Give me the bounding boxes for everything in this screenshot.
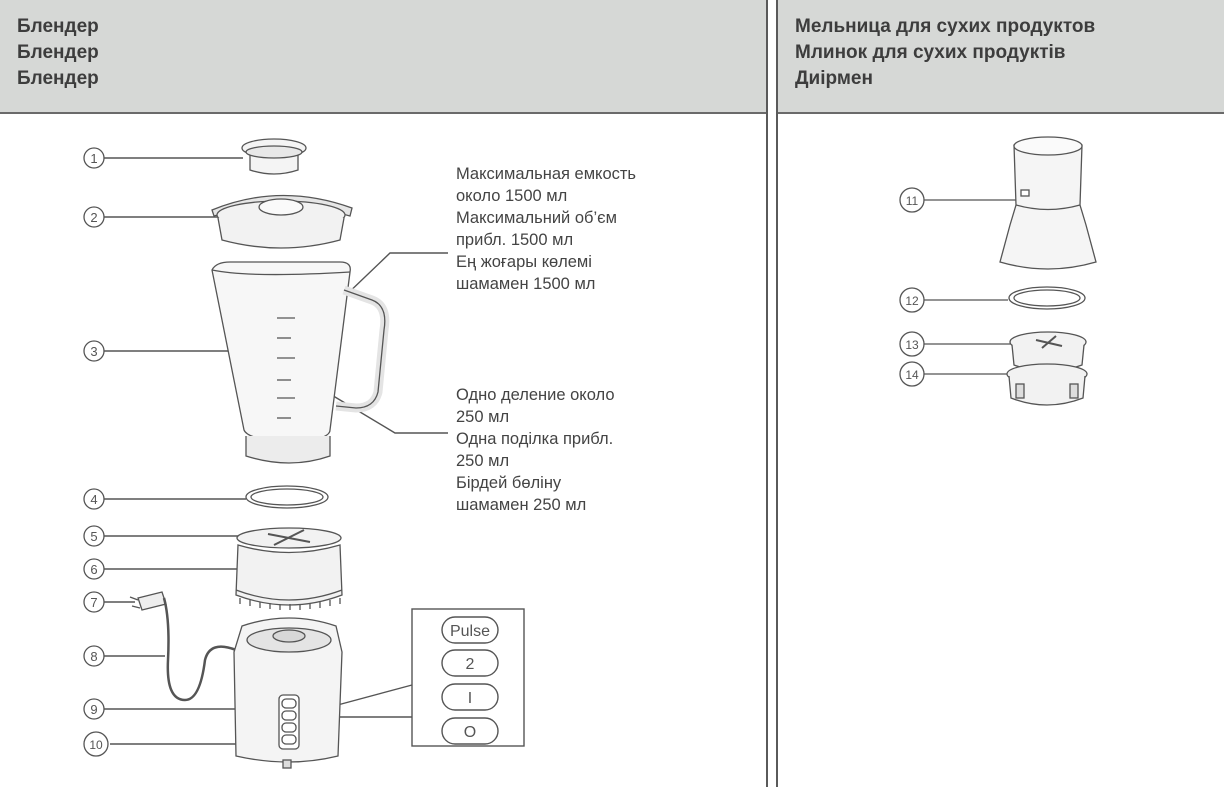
blender-diagram: Pulse 2 I O 1 2 3 4 5 6 7 8 9 xyxy=(83,138,525,769)
blade-assembly xyxy=(235,527,343,610)
grinder-header: Мельница для сухих продуктов Млинок для … xyxy=(778,0,1224,114)
part-number: 9 xyxy=(90,702,97,717)
annotation-line: Одна поділка прибл. xyxy=(456,430,614,448)
motor-base xyxy=(233,617,343,769)
blender-panel: Блендер Блендер Блендер xyxy=(0,0,768,787)
blender-header: Блендер Блендер Блендер xyxy=(0,0,766,114)
header-line: Блендер xyxy=(17,16,99,37)
grinder-blade-unit xyxy=(1006,331,1088,406)
speed-1-button xyxy=(441,683,499,711)
annotation-line: Одно деление около xyxy=(456,386,615,404)
pulse-label: Pulse xyxy=(450,623,490,640)
part-number: 4 xyxy=(90,492,97,507)
pulse-button xyxy=(441,616,499,644)
header-line: Диірмен xyxy=(795,68,873,89)
part-number: 3 xyxy=(90,344,97,359)
grinder-seal-ring xyxy=(1008,286,1086,310)
control-panel xyxy=(441,616,499,745)
grinder-diagram: 11 12 13 14 xyxy=(899,136,1097,406)
grinder-panel: Мельница для сухих продуктов Млинок для … xyxy=(776,0,1224,787)
seal-ring xyxy=(245,485,329,509)
jug-lid xyxy=(211,194,353,249)
annotation-line: шамамен 1500 мл xyxy=(456,275,596,293)
part-number: 7 xyxy=(90,595,97,610)
header-line: Блендер xyxy=(17,42,99,63)
part-number: 5 xyxy=(90,529,97,544)
annotation-line: прибл. 1500 мл xyxy=(456,231,574,249)
header-line: Млинок для сухих продуктів xyxy=(795,42,1066,63)
part-number: 11 xyxy=(906,194,919,208)
header-line: Мельница для сухих продуктов xyxy=(795,16,1096,37)
part-number: 12 xyxy=(905,294,919,308)
off-button xyxy=(441,717,499,745)
annotation-line: Максимальная емкость xyxy=(456,165,637,183)
part-number: 1 xyxy=(90,151,97,166)
off-label: O xyxy=(464,724,476,741)
annotation-line: шамамен 250 мл xyxy=(456,496,587,514)
grinder-cup xyxy=(999,136,1097,270)
blender-jug xyxy=(211,261,390,464)
annotation-line: 250 мл xyxy=(456,452,510,470)
speed-1-label: I xyxy=(468,690,472,707)
part-number: 13 xyxy=(905,338,919,352)
annotation-line: 250 мл xyxy=(456,408,510,426)
part-number: 14 xyxy=(905,368,919,382)
part-number: 10 xyxy=(89,738,103,752)
power-plug xyxy=(129,591,237,702)
annotation-line: Максимальний об’єм xyxy=(456,209,617,227)
division-annotation: Одно деление около 250 мл Одна поділка п… xyxy=(456,384,615,516)
part-number: 8 xyxy=(90,649,97,664)
lid-cap xyxy=(241,138,307,175)
annotation-line: около 1500 мл xyxy=(456,187,568,205)
part-number: 6 xyxy=(90,562,97,577)
speed-2-button xyxy=(441,649,499,677)
capacity-annotation: Максимальная емкость около 1500 мл Макси… xyxy=(456,163,636,295)
header-line: Блендер xyxy=(17,68,99,89)
part-number: 2 xyxy=(90,210,97,225)
annotation-line: Ең жоғары көлемі xyxy=(456,253,592,271)
speed-2-label: 2 xyxy=(466,656,475,673)
annotation-line: Бірдей бөліну xyxy=(456,474,562,492)
